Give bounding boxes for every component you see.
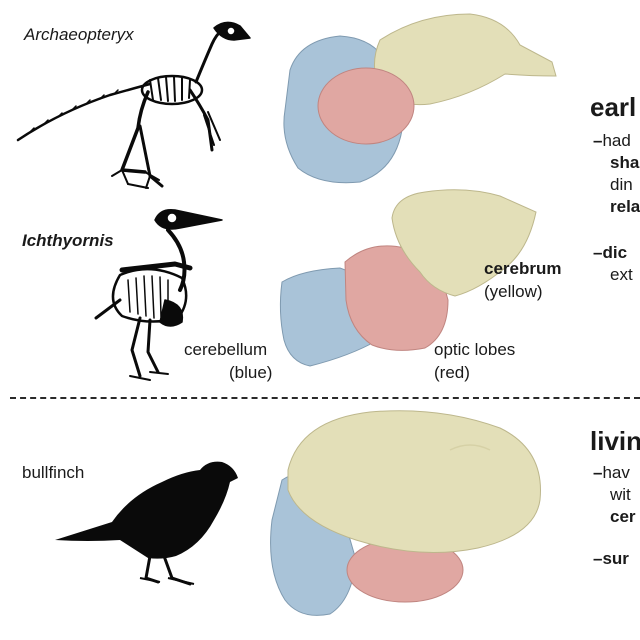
species-label-bullfinch: bullfinch (22, 463, 85, 482)
living-bullet-2: –sur (593, 548, 629, 570)
ichthyornis-brain (279, 189, 537, 367)
cerebellum-color-label: (blue) (229, 363, 273, 382)
ichthyornis-skeleton-icon (94, 208, 223, 381)
cerebrum-color-label: (yellow) (484, 282, 543, 301)
bullet-line: rela (610, 197, 640, 216)
species-label-ichthyornis: Ichthyornis (22, 231, 114, 250)
bullet-line: dic (602, 243, 628, 262)
cerebrum-label: cerebrum (484, 259, 562, 278)
bullet-line: sur (602, 549, 629, 568)
optic-lobes-label: optic lobes (434, 340, 516, 359)
living-birds-heading: livin (590, 426, 640, 456)
bullet-line: hav (602, 463, 630, 482)
section-divider (10, 397, 640, 399)
bullet-line: din (610, 175, 633, 194)
bullet-line: sha (610, 153, 640, 172)
archaeopteryx-brain (283, 13, 557, 184)
bullet-line: wit (610, 485, 631, 504)
bullet-dash: – (593, 549, 603, 568)
bullet-dash: – (593, 463, 603, 482)
bullet-dash: – (593, 131, 603, 150)
optic-lobes-color-label: (red) (434, 363, 470, 382)
bullet-line: cer (610, 507, 636, 526)
bullfinch-brain (270, 410, 541, 616)
bullet-line: ext (610, 265, 633, 284)
early-bullet-2: –dic ext (593, 242, 633, 286)
cerebellum-label: cerebellum (184, 340, 268, 359)
early-birds-heading: earl (590, 92, 637, 122)
bullet-line: had (602, 131, 631, 150)
bullet-dash: – (593, 243, 603, 262)
archaeopteryx-skeleton-icon (16, 21, 251, 189)
bullfinch-silhouette-icon (55, 461, 238, 586)
early-bullet-1: –had sha din rela (593, 130, 640, 218)
living-bullet-1: –hav wit cer (593, 462, 636, 528)
species-label-archaeopteryx: Archaeopteryx (24, 25, 134, 44)
